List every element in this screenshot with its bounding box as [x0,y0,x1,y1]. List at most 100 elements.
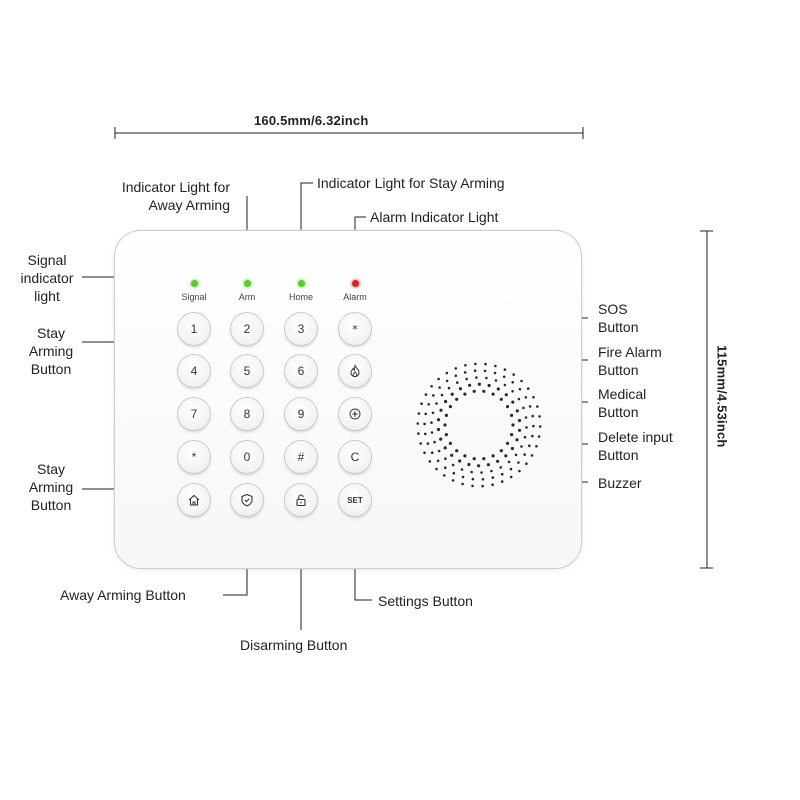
buzzer-hole [480,471,483,474]
delete-key[interactable]: C [339,441,371,473]
fire-alarm-callout: Fire Alarm Button [598,344,662,378]
buzzer-hole [436,418,441,422]
key-0[interactable]: 0 [231,441,263,473]
buzzer-hole [491,476,495,479]
buzzer-hole [515,409,519,413]
buzzer-hole [496,387,500,391]
buzzer-hole [468,383,472,387]
buzzer-hole [452,471,456,475]
buzzer-hole [523,435,527,439]
buzzer-hole [477,464,481,468]
key-1[interactable]: 1 [178,313,210,345]
buzzer-hole [435,402,438,405]
buzzer-hole [500,472,504,476]
key-2[interactable]: 2 [231,313,263,345]
buzzer-hole [525,462,528,466]
buzzer-hole [531,434,534,438]
buzzer-hole [463,371,467,374]
buzzer-hole [460,468,464,471]
buzzer-hole [424,412,428,416]
buzzer-hole [454,374,458,378]
buzzer-hole [483,369,487,373]
home-icon [188,494,200,506]
buzzer-hole [447,386,451,390]
key-9[interactable]: 9 [285,398,317,430]
stay-arming-key[interactable] [178,484,210,516]
buzzer-hole [499,397,503,401]
away-arming-key[interactable] [231,484,263,516]
buzzer-hole [416,422,420,425]
buzzer-hole [417,412,421,415]
key-7[interactable]: 7 [178,398,210,430]
buzzer-hole [530,454,534,457]
buzzer-hole [463,392,467,396]
buzzer-hole [464,364,467,367]
buzzer-hole [440,393,444,397]
buzzer-hole [471,484,474,488]
buzzer-hole [538,415,541,418]
buzzer-hole [423,422,426,426]
delete-input-callout: Delete input Button [598,429,673,463]
buzzer-hole [524,416,528,419]
sos-key[interactable]: * [339,313,371,345]
buzzer-hole [450,392,454,396]
buzzer-hole [419,442,423,445]
stay-arming-callout-top: Stay Arming Button [28,325,74,377]
buzzer-hole [518,387,522,391]
alarm-led-label: Alarm [343,292,367,302]
buzzer-hole [496,459,500,463]
buzzer-hole [461,475,465,479]
key-star[interactable]: * [178,441,210,473]
key-5[interactable]: 5 [231,355,263,387]
fire-alarm-key[interactable] [339,355,371,387]
buzzer-hole [503,383,507,387]
medical-key[interactable] [339,398,371,430]
key-4[interactable]: 4 [178,355,210,387]
buzzer-hole [532,424,535,428]
key-hash[interactable]: # [285,441,317,473]
buzzer-hole [512,373,515,376]
disarming-key[interactable] [285,484,317,516]
buzzer-hole [444,413,448,417]
buzzer-hole [420,402,423,406]
sos-callout: SOS Button [598,301,639,335]
star-icon: * [352,323,358,336]
buzzer-hole [430,421,433,424]
medical-cross-icon [349,408,361,420]
buzzer-hole [538,425,542,428]
away-light-callout: Indicator Light for Away Arming [121,179,230,213]
buzzer-hole [509,467,513,471]
buzzer-hole [482,457,486,461]
buzzer-hole [486,463,490,467]
buzzer-hole [461,482,464,486]
buzzer-hole [504,454,508,458]
buzzer-hole [448,441,452,445]
buzzer-hole [520,445,523,448]
key-3[interactable]: 3 [285,313,317,345]
buzzer-hole [423,451,426,455]
buzzer-callout: Buzzer [598,475,642,491]
buzzer-hole [437,449,441,453]
key-6[interactable]: 6 [285,355,317,387]
buzzer-hole [506,441,510,445]
buzzer-hole [506,405,510,409]
buzzer-hole [458,387,462,391]
width-dimension-label: 160.5mm/6.32inch [254,113,369,128]
buzzer-hole [491,483,494,487]
buzzer-hole [458,459,462,463]
buzzer-hole [443,446,447,450]
buzzer-hole [499,449,503,453]
settings-key[interactable]: SET [339,484,371,516]
buzzer-hole [528,444,531,448]
stay-arming-callout-bottom: Stay Arming Button [28,461,74,513]
key-8[interactable]: 8 [231,398,263,430]
buzzer-hole [523,453,526,456]
buzzer-hole [455,449,459,453]
buzzer-hole [435,467,438,471]
buzzer-hole [490,469,493,473]
buzzer-hole [443,423,447,427]
set-label: SET [347,495,363,505]
buzzer-hole [511,423,515,427]
buzzer-hole [444,399,448,404]
